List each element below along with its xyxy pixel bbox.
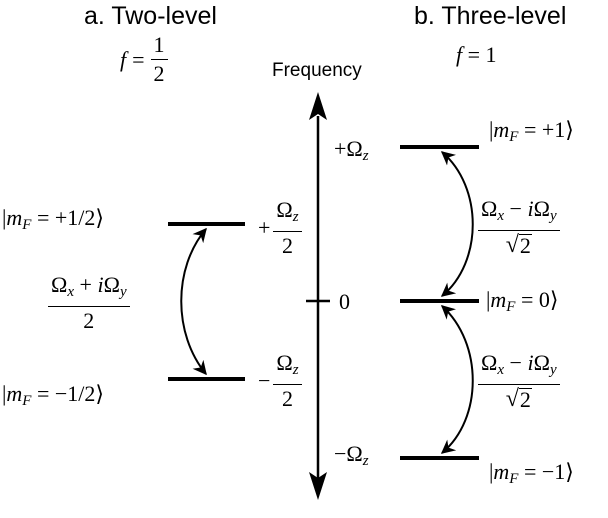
coupling-fraction: Ωx − iΩy √2: [478, 350, 560, 412]
one-half-fraction: 1 2: [150, 32, 168, 87]
f-symbol: f: [456, 42, 463, 67]
coupling-denominator: 2: [83, 308, 95, 333]
frequency-axis-arrow-down: [309, 472, 327, 500]
three-level-bottom-state-label: |mF = −1⟩: [489, 459, 574, 487]
energy-fraction: Ωz 2: [273, 350, 302, 412]
fraction-numerator: 1: [153, 32, 165, 57]
m-symbol: m: [6, 205, 23, 230]
coupling-fraction: Ωx − iΩy √2: [478, 196, 560, 258]
three-level-lower-coupling-arrow: [440, 305, 474, 454]
equals-sign: =: [132, 46, 145, 72]
zero-label: 0: [339, 289, 350, 314]
bra-bar: |: [2, 381, 7, 406]
energy-fraction: Ωz 2: [273, 197, 302, 259]
fraction-bar: [48, 306, 130, 307]
state-value: = +1/2: [31, 205, 96, 230]
fraction-denominator: 2: [153, 61, 165, 86]
two-level-f-value: f = 1 2: [120, 32, 168, 87]
three-level-mid-state-label: |mF = 0⟩: [486, 287, 559, 315]
m-symbol: m: [6, 381, 23, 406]
coupling-fraction: Ωx + iΩy 2: [48, 272, 130, 334]
three-level-upper-coupling-arrow: [440, 151, 474, 297]
frequency-axis-title: Frequency: [272, 60, 362, 81]
fraction-bar: [273, 384, 302, 385]
three-level-f-value: f = 1: [456, 42, 497, 68]
bottom-energy-label: −Ωz: [334, 441, 369, 469]
two-level-upper-state-label: |mF = +1/2⟩: [2, 205, 104, 234]
three-level-top-state-label: |mF = +1⟩: [489, 117, 574, 145]
two-level-coupling-label: Ωx + iΩy 2: [48, 272, 130, 334]
f-equals: = 1: [462, 42, 497, 67]
energy-sign: +: [258, 215, 271, 240]
fraction-bar: [273, 231, 302, 232]
sqrt-symbol: √2: [505, 232, 532, 258]
ket-bracket: ⟩: [95, 205, 104, 230]
coupling-numerator: Ωx + iΩy: [51, 272, 127, 300]
energy-sign: −: [258, 368, 271, 393]
frequency-axis-arrow-up: [309, 92, 327, 120]
f-symbol: f: [120, 46, 127, 72]
top-energy-label: +Ωz: [334, 136, 369, 164]
three-level-title: b. Three-level: [414, 2, 567, 30]
two-level-coupling-arrow: [180, 227, 207, 376]
f-subscript: F: [22, 217, 32, 233]
two-level-lower-energy-label: − Ωz 2: [258, 350, 302, 412]
f-subscript: F: [22, 393, 32, 409]
three-level-lower-coupling-label: Ωx − iΩy √2: [478, 350, 560, 412]
two-level-title: a. Two-level: [84, 2, 217, 30]
sqrt-symbol: √2: [505, 386, 532, 412]
three-level-upper-coupling-label: Ωx − iΩy √2: [478, 196, 560, 258]
ket-bracket: ⟩: [95, 381, 104, 406]
two-level-lower-state-label: |mF = −1/2⟩: [2, 381, 104, 410]
state-value: = −1/2: [31, 381, 96, 406]
fraction-bar: [478, 384, 560, 385]
bra-bar: |: [2, 205, 7, 230]
two-level-upper-energy-label: + Ωz 2: [258, 197, 302, 259]
fraction-bar: [478, 230, 560, 231]
fraction-bar: [150, 59, 168, 60]
